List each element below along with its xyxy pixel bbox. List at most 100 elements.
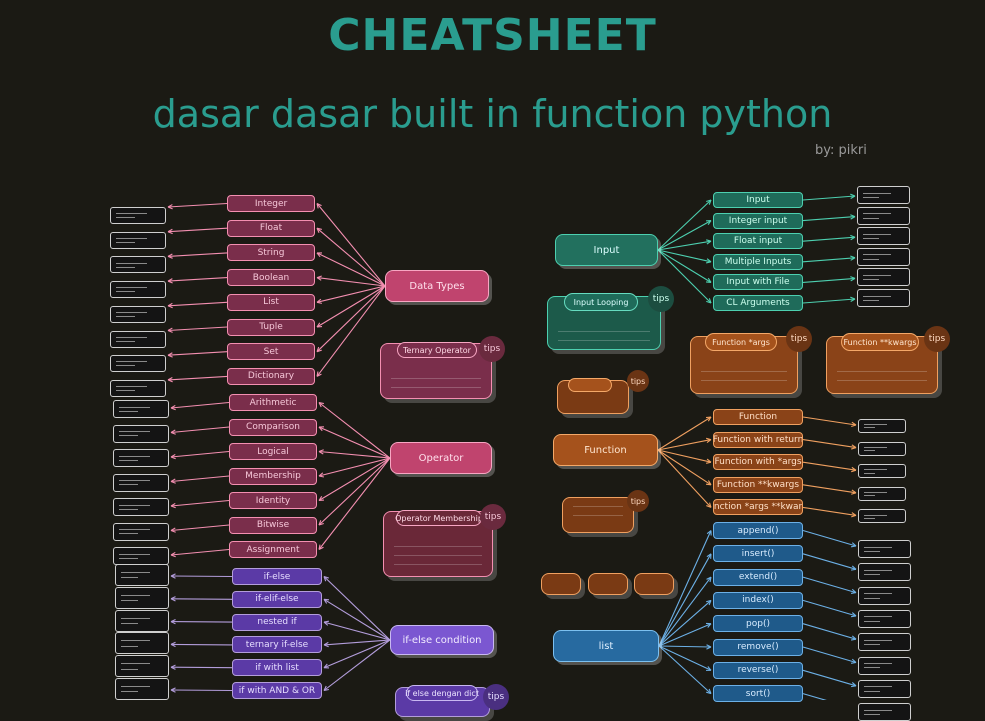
scope-card-1 [541,573,581,595]
operator-comparison[interactable]: Comparison [229,418,317,436]
tips-badge: tips [627,370,649,392]
operator-assignment[interactable]: Assignment [229,541,317,558]
input-5[interactable]: CL Arguments [713,295,803,311]
list-method-3[interactable]: index() [713,591,803,609]
list-method-7[interactable]: sort() [713,685,803,703]
data-type-float[interactable]: Float [227,219,315,237]
code-snippet [115,609,169,632]
ifelse-2[interactable]: nested if [232,613,322,631]
function-0[interactable]: Function [713,409,803,425]
list-method-5[interactable]: remove() [713,638,803,656]
input-3[interactable]: Multiple Inputs [713,253,803,270]
connector-arrowhead [170,453,176,460]
input-1[interactable]: Integer input [713,212,803,229]
connector-line [316,227,386,287]
input-4[interactable]: Input with File [713,274,803,291]
ifelse-4[interactable]: if with list [232,659,322,677]
code-snippet [110,330,166,348]
connector-arrowhead [318,449,324,455]
operator-hub[interactable]: Operator [390,442,492,474]
list-method-2[interactable]: extend() [713,568,803,586]
card-title: Function **kwargs [841,333,919,351]
operator-logical[interactable]: Logical [229,443,317,460]
list-hub[interactable]: list [553,630,659,662]
connector-line [316,277,386,287]
connector-line [657,249,712,283]
operator-membership[interactable]: Membership [229,467,317,485]
input-0[interactable]: Input [713,192,803,208]
list-method-6[interactable]: reverse() [713,661,803,679]
list-method-4[interactable]: pop() [713,615,803,633]
operator-identity[interactable]: Identity [229,492,317,509]
connector-arrowhead [850,234,856,241]
data-types-hub[interactable]: Data Types [385,270,489,302]
ifelse-1[interactable]: if-elif-else [232,590,322,608]
function-4[interactable]: Function *args **kwargs [713,499,803,516]
connector-arrowhead [170,551,176,558]
operator-arithmetic[interactable]: Arithmetic [229,394,317,411]
operator-bitwise[interactable]: Bitwise [229,516,317,534]
data-type-boolean[interactable]: Boolean [227,269,315,287]
connector-arrowhead [170,527,176,533]
connector-arrowhead [850,565,857,571]
ifelse-5[interactable]: if with AND & OR [232,682,322,699]
tips-badge: tips [483,684,509,710]
mindmap-connectors [167,193,857,700]
data-type-dictionary[interactable]: Dictionary [227,367,315,385]
connector-line [170,475,230,483]
connector-arrowhead [167,352,173,358]
connector-line [318,457,391,501]
code-snippet [858,609,911,628]
connector-arrowhead [705,480,712,486]
connector-line [170,426,230,434]
tips-badge: tips [924,326,950,352]
connector-arrowhead [318,401,325,408]
card-title: Operator Membership [395,510,483,526]
code-snippet [858,703,911,721]
function-hub[interactable]: Function [553,434,658,466]
ifelse-3[interactable]: ternary if-else [232,636,322,654]
connector-arrowhead [318,520,324,526]
function-3[interactable]: Function **kwargs [713,476,803,493]
code-lines [837,371,927,385]
connector-line [170,643,233,646]
data-type-string[interactable]: String [227,244,315,262]
tips-badge: tips [627,490,649,512]
connector-arrowhead [706,599,712,606]
code-snippet [113,522,169,541]
code-snippet [858,441,906,456]
list-method-0[interactable]: append() [713,522,803,539]
connector-arrowhead [167,253,173,259]
data-type-list[interactable]: List [227,293,315,311]
function-2[interactable]: Function with *args [713,454,803,471]
connector-arrowhead [850,255,856,261]
connector-line [658,645,712,695]
card-title [568,378,612,392]
connector-line [316,285,386,328]
code-snippet [858,486,906,501]
ifelse-hub[interactable]: if-else condition [390,625,494,655]
tips-badge: tips [786,326,812,352]
connector-arrowhead [167,228,173,235]
code-snippet [110,231,166,249]
data-type-integer[interactable]: Integer [227,195,315,212]
connector-arrowhead [706,576,712,583]
connector-line [657,439,712,451]
connector-line [802,195,856,201]
input-2[interactable]: Float input [713,233,803,250]
connector-arrowhead [705,220,712,226]
connector-line [657,449,712,508]
list-method-1[interactable]: insert() [713,545,803,563]
data-type-set[interactable]: Set [227,343,315,361]
connector-line [170,689,233,692]
ternary-operator-card: Ternary Operator [380,342,492,399]
ifelse-0[interactable]: if-else [232,568,322,585]
code-snippet [858,464,906,479]
connector-arrowhead [316,203,322,209]
connector-arrowhead [167,204,173,210]
function-1[interactable]: Function with return [713,431,803,448]
code-snippet [115,564,169,586]
connector-arrowhead [851,466,857,473]
data-type-tuple[interactable]: Tuple [227,318,315,336]
input-hub[interactable]: Input [555,234,658,266]
